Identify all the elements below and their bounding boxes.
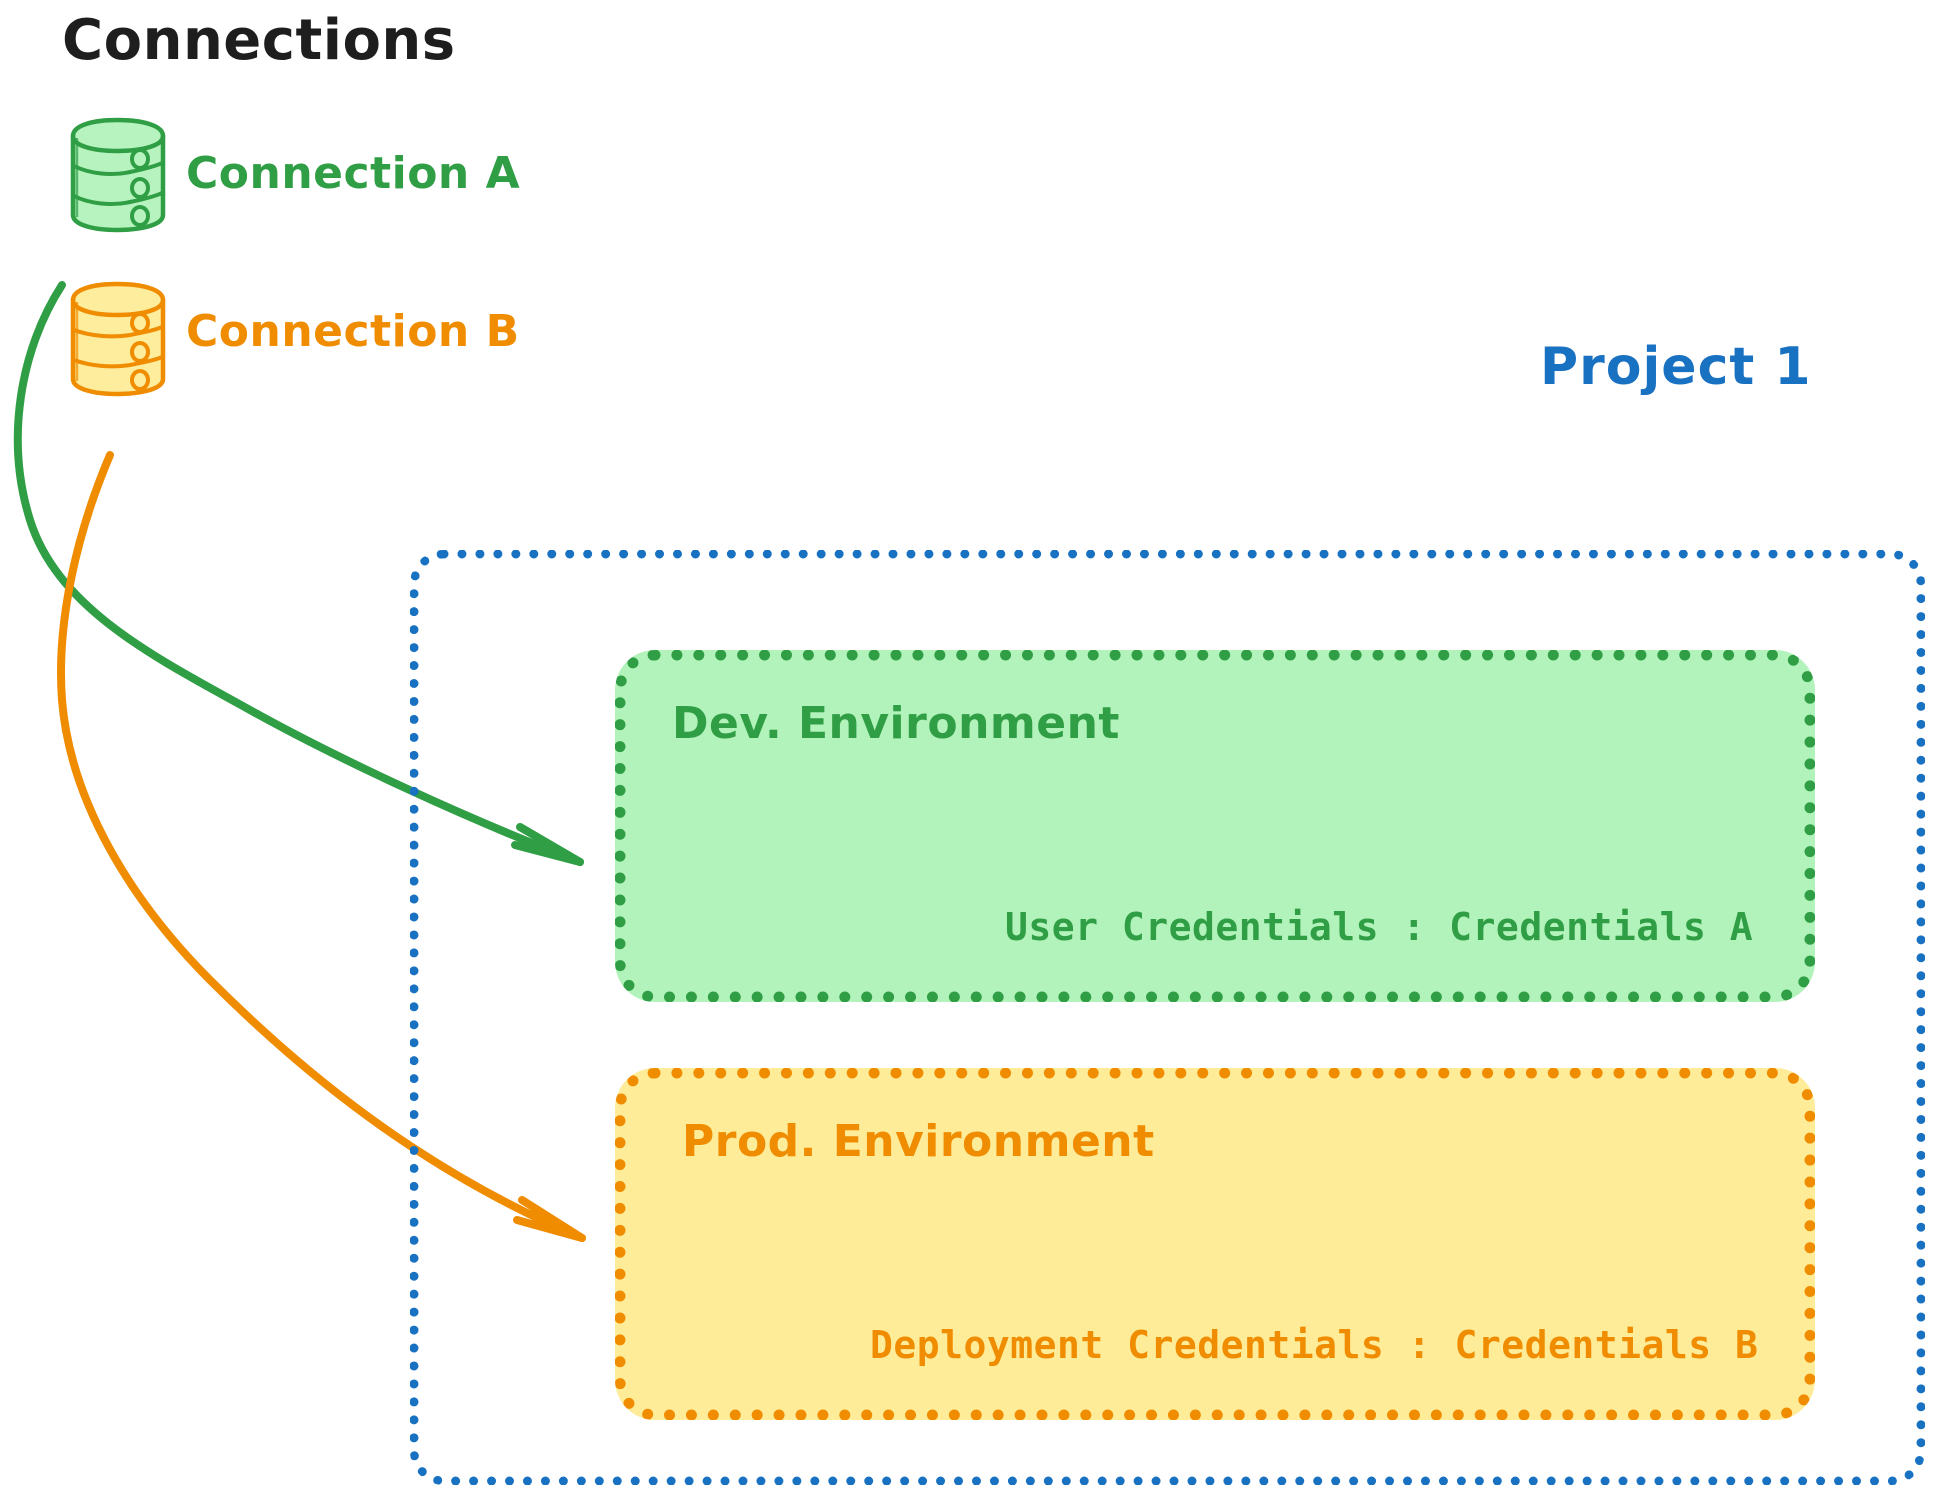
database-cylinder-icon-connection-a (70, 117, 166, 233)
prod-environment-box[interactable] (615, 1068, 1815, 1420)
prod-environment-credentials: Deployment Credentials : Credentials B (870, 1323, 1759, 1367)
project-1-label: Project 1 (1540, 337, 1812, 397)
dev-environment-title: Dev. Environment (672, 698, 1120, 749)
arrow-connection-a-to-dev (13, 281, 584, 866)
prod-environment-title: Prod. Environment (682, 1116, 1155, 1167)
dev-environment-box[interactable] (615, 650, 1815, 1002)
page-title: Connections (62, 8, 456, 73)
arrow-connection-b-to-prod (57, 451, 586, 1242)
connection-b-label: Connection B (186, 306, 520, 357)
connection-a-label: Connection A (186, 148, 521, 199)
project-1-container (410, 550, 1925, 1485)
database-cylinder-icon-connection-b (70, 281, 166, 397)
dev-environment-credentials: User Credentials : Credentials A (1005, 905, 1754, 949)
